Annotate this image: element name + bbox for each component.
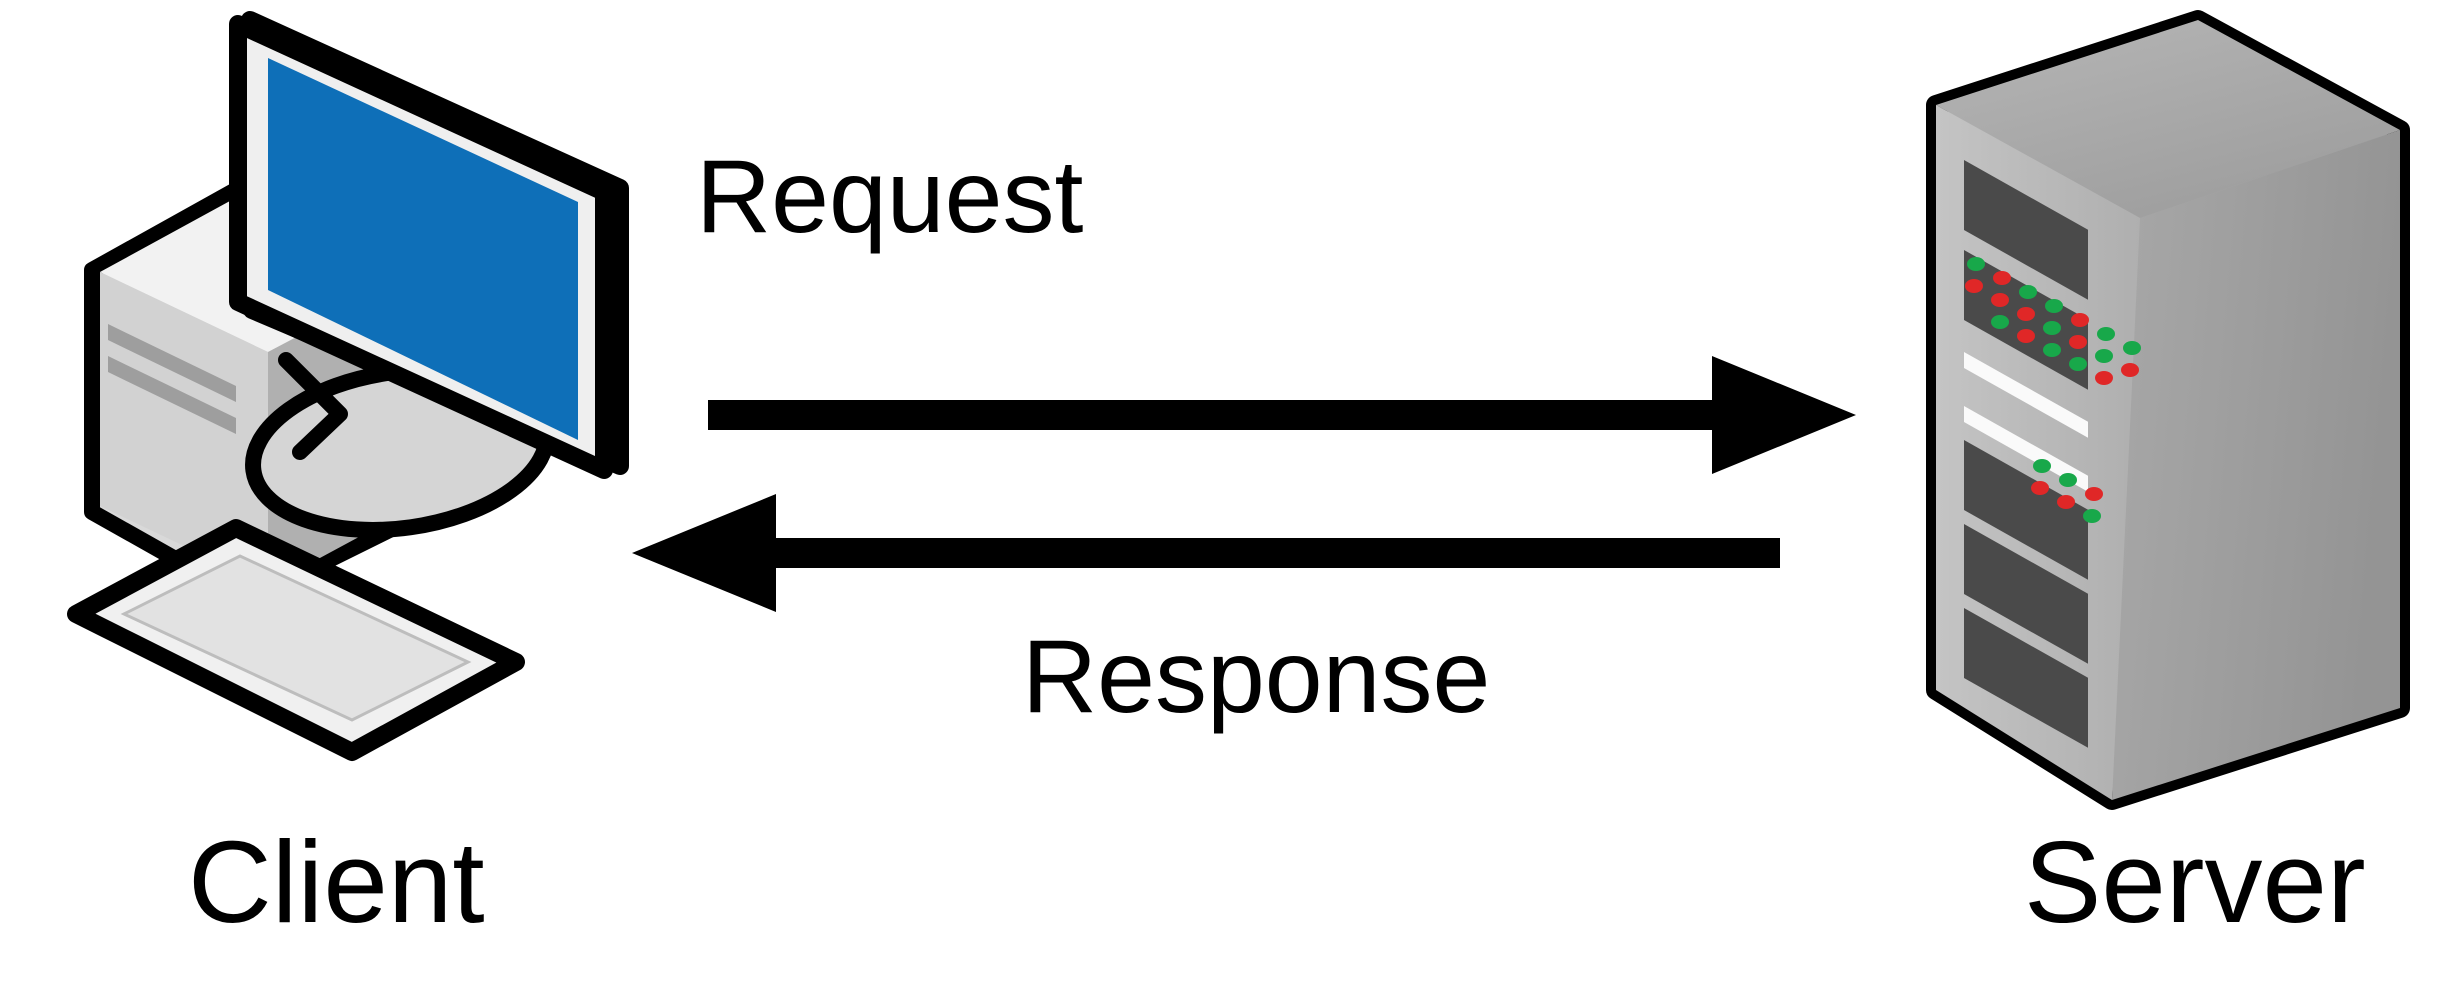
keyboard-key-area: [120, 554, 472, 722]
server-bay-2: [1964, 250, 2088, 392]
server-tower-icon: [1926, 10, 2410, 810]
monitor-screen: [268, 58, 578, 440]
server-bay-5: [1964, 608, 2088, 750]
server-led-cluster-upper: [1965, 257, 2141, 385]
request-label: Request: [696, 139, 1083, 255]
server-slot-white-1: [1964, 352, 2088, 440]
monitor-stand-neck: [278, 352, 348, 460]
server-side-face: [2112, 130, 2400, 800]
server-bay-4: [1964, 524, 2088, 666]
server-led-cluster-lower: [2031, 459, 2103, 523]
request-arrow-head: [1712, 356, 1856, 474]
response-arrow-shaft: [760, 538, 1780, 568]
tower-drive-slot-2: [108, 356, 236, 434]
server-node[interactable]: Server: [1926, 10, 2410, 947]
tower-drive-slot-1: [108, 324, 236, 402]
server-bay-3: [1964, 440, 2088, 582]
request-arrow: [708, 356, 1856, 474]
server-slot-white-2: [1964, 406, 2088, 494]
computer-keyboard: [67, 519, 525, 761]
request-arrow-shaft: [708, 400, 1728, 430]
computer-monitor: [229, 11, 629, 479]
response-edge[interactable]: Response: [632, 494, 1780, 735]
response-label: Response: [1022, 619, 1490, 735]
server-top-face: [1936, 20, 2400, 218]
client-label: Client: [188, 817, 485, 947]
request-edge[interactable]: Request: [696, 139, 1856, 474]
response-arrow: [632, 494, 1780, 612]
response-arrow-head: [632, 494, 776, 612]
server-bay-1: [1964, 160, 2088, 302]
server-drive-bays: [1964, 160, 2088, 750]
client-node[interactable]: Client: [67, 11, 629, 947]
server-label: Server: [2024, 817, 2366, 947]
desktop-computer-icon: [67, 11, 629, 761]
